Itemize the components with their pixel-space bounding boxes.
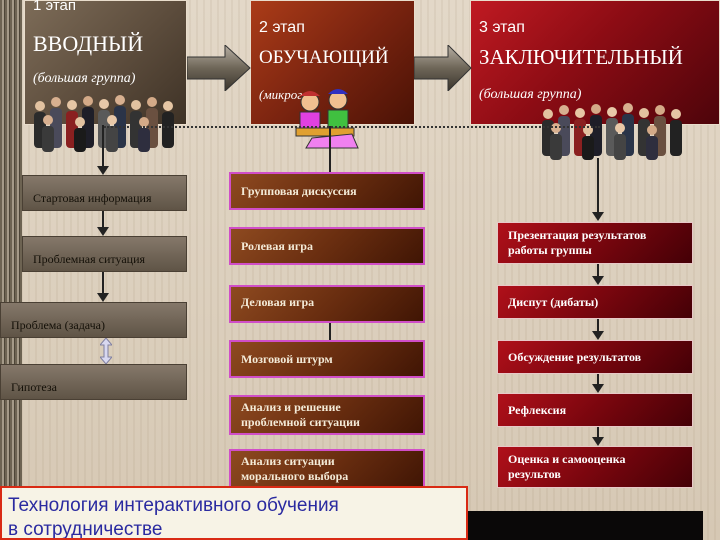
arrowhead	[97, 227, 109, 236]
connector	[597, 158, 599, 214]
double-arrow-icon	[100, 338, 112, 364]
caption-text: Технология интерактивного обучения в сот…	[8, 495, 339, 540]
left-decorative-strip	[0, 0, 22, 540]
mid-box-brainstorm: Мозговой штурм	[229, 340, 425, 378]
stage-3-number: 3 этап	[479, 19, 525, 36]
left-box-problem-task: Проблема (задача)	[0, 302, 187, 338]
connector	[597, 264, 599, 278]
arrowhead	[97, 166, 109, 175]
left-box-hypothesis: Гипотеза	[0, 364, 187, 400]
stage-1-number: 1 этап	[33, 0, 77, 14]
connector	[102, 125, 104, 170]
stage-1-subtitle: (большая группа)	[33, 71, 136, 86]
connector	[597, 374, 599, 386]
stage-3-subtitle: (большая группа)	[479, 87, 582, 102]
cartoon-students-icon	[295, 89, 359, 149]
left-box-problem-situation: Проблемная ситуация	[22, 236, 187, 272]
mid-box-moral-choice-text: Анализ ситуации морального выбора	[241, 454, 349, 483]
mid-box-business-game: Деловая игра	[229, 285, 425, 323]
black-bar	[468, 511, 703, 540]
stage-2-name: ОБУЧАЮЩИЙ	[259, 47, 389, 68]
right-box-evaluation-text: Оценка и самооценка результов	[508, 452, 626, 481]
mid-box-problem-analysis-text: Анализ и решение проблемной ситуации	[241, 400, 360, 429]
right-box-reflection: Рефлексия	[497, 393, 693, 427]
arrowhead	[97, 293, 109, 302]
arrowhead	[592, 212, 604, 221]
mid-box-moral-choice: Анализ ситуации морального выбора	[229, 449, 425, 489]
right-box-presentation-text: Презентация результатов работы группы	[508, 228, 647, 257]
arrowhead	[592, 276, 604, 285]
mid-box-role-play: Ролевая игра	[229, 227, 425, 265]
connector	[329, 126, 331, 172]
people-crowd-icon	[542, 103, 682, 160]
stage-2-number: 2 этап	[259, 19, 305, 36]
stage-3-name: ЗАКЛЮЧИТЕЛЬНЫЙ	[479, 45, 683, 69]
arrowhead	[592, 331, 604, 340]
arrow-right-icon	[187, 45, 251, 91]
caption-box: Технология интерактивного обучения в сот…	[0, 486, 468, 540]
arrowhead	[592, 437, 604, 446]
connector	[329, 323, 331, 340]
arrowhead	[592, 384, 604, 393]
connector	[102, 211, 104, 230]
right-box-evaluation: Оценка и самооценка результов	[497, 446, 693, 488]
right-box-dispute: Диспут (дибаты)	[497, 285, 693, 319]
dotted-connector-line	[104, 126, 600, 128]
connector	[597, 319, 599, 333]
left-box-start-info: Стартовая информация	[22, 175, 187, 211]
mid-box-problem-analysis: Анализ и решение проблемной ситуации	[229, 395, 425, 435]
arrow-right-icon	[414, 45, 472, 91]
people-crowd-icon	[34, 95, 174, 152]
stage-1-name: ВВОДНЫЙ	[33, 31, 144, 56]
connector	[102, 272, 104, 296]
right-box-discussion: Обсуждение результатов	[497, 340, 693, 374]
mid-box-group-discussion: Групповая дискуссия	[229, 172, 425, 210]
connector	[597, 427, 599, 439]
stage-2-subtitle: (микрог	[259, 87, 303, 102]
right-box-presentation: Презентация результатов работы группы	[497, 222, 693, 264]
